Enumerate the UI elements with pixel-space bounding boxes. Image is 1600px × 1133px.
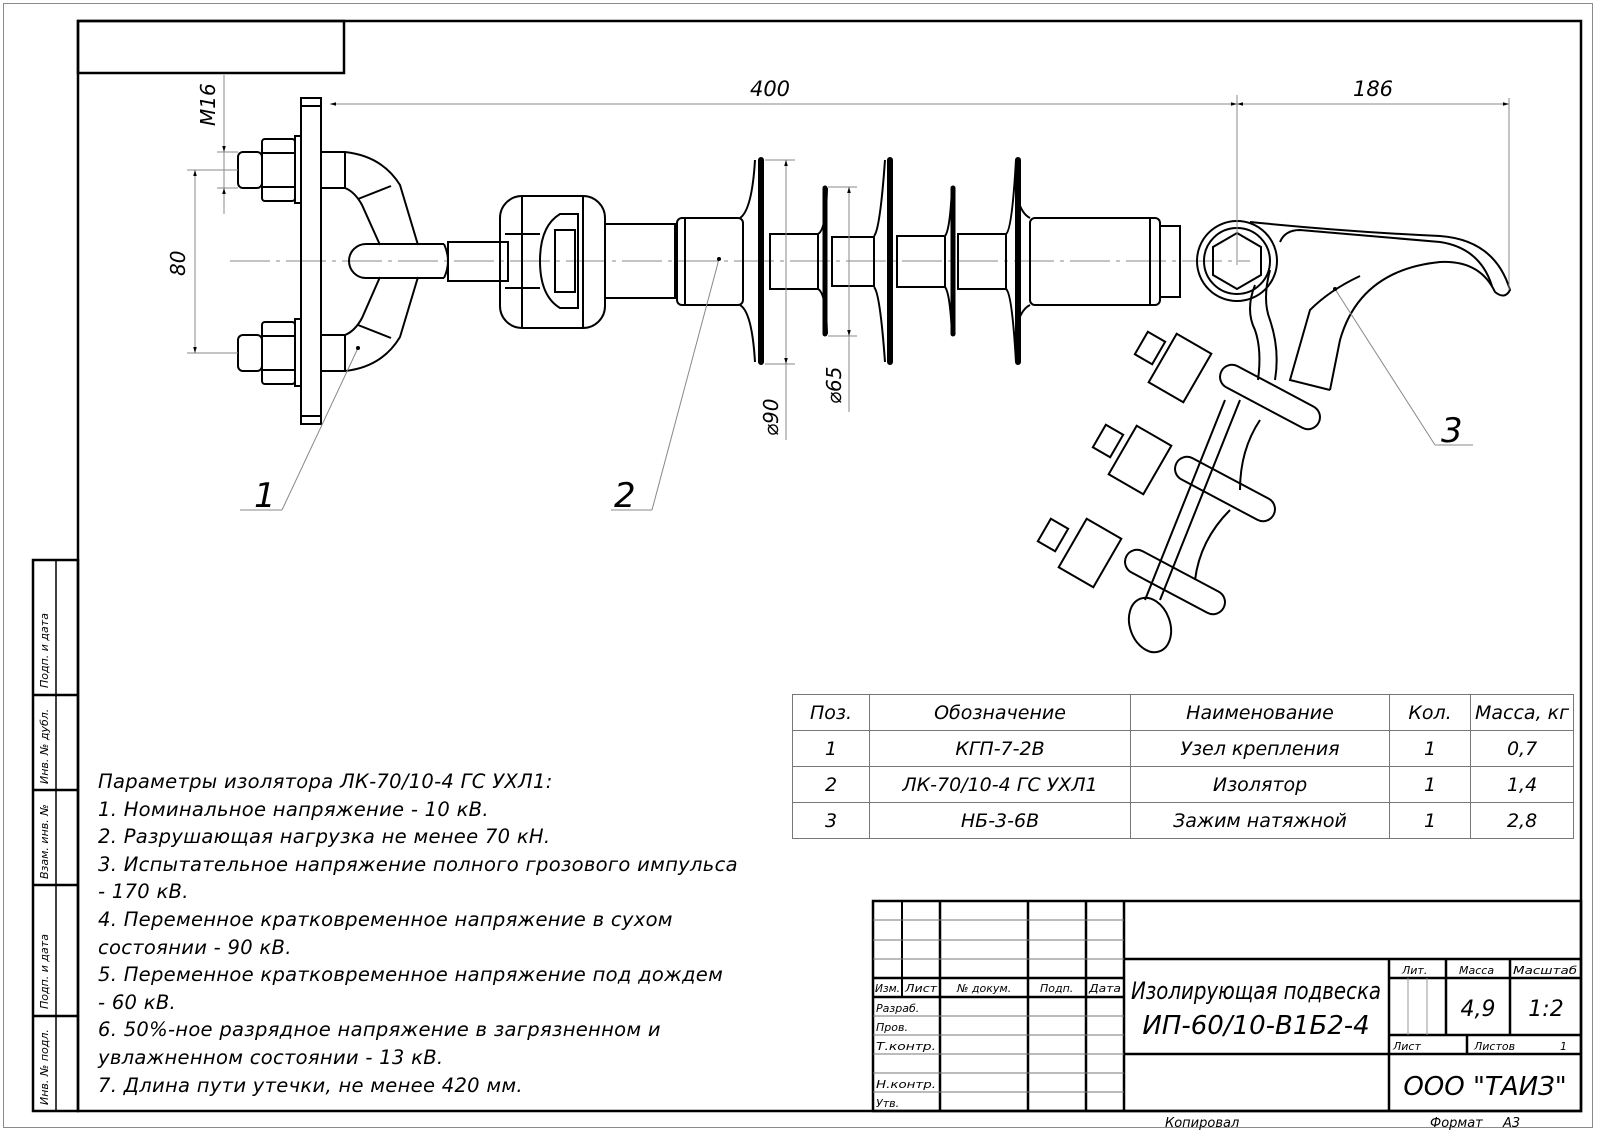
note-line: - 60 кВ. <box>98 990 177 1014</box>
notes-title: Параметры изолятора ЛК-70/10-4 ГС УХЛ1: <box>98 770 553 793</box>
tb-header-list: Лист <box>904 982 938 995</box>
spec-header-pos: Поз. <box>792 694 870 731</box>
insulator-body-part-2 <box>676 217 1181 306</box>
side-stamp-sign-date-2: Подп. и дата <box>38 934 51 1009</box>
spec-row: 2 ЛК-70/10-4 ГС УХЛ1 Изолятор 1 1,4 <box>792 766 1575 803</box>
spec-cell-name: Изолятор <box>1130 766 1390 803</box>
dim-bolt-spacing: 80 <box>166 251 190 276</box>
spec-cell-pos: 3 <box>792 802 870 839</box>
tb-role-tcontrol: Т.контр. <box>876 1040 936 1053</box>
note-line: 4. Переменное кратковременное напряжение… <box>98 907 673 931</box>
insulator-socket <box>499 195 676 329</box>
tb-mass-label: Масса <box>1459 964 1494 977</box>
callout-2: 2 <box>614 476 636 516</box>
insulator-sheds <box>739 157 1031 365</box>
tb-role-ncontrol: Н.контр. <box>876 1078 936 1091</box>
clamp-bolt-3 <box>1036 517 1226 616</box>
note-line: - 170 кВ. <box>98 880 189 904</box>
spec-cell-qty: 1 <box>1389 802 1471 839</box>
mounting-bracket-part-1 <box>237 97 509 425</box>
tb-header-sign: Подп. <box>1040 982 1073 995</box>
spec-header-row: Поз. Обозначение Наименование Кол. Масса… <box>792 694 1575 731</box>
dim-thread: M16 <box>196 83 220 126</box>
spec-cell-mass: 1,4 <box>1469 766 1575 803</box>
spec-row: 3 НБ-3-6В Зажим натяжной 1 2,8 <box>792 802 1575 839</box>
callout-1: 1 <box>254 476 276 516</box>
dim-shed-large: ⌀90 <box>759 399 783 437</box>
format-value: А3 <box>1502 1116 1520 1131</box>
note-line: состоянии - 90 кВ. <box>98 935 292 959</box>
tb-sheets-value: 1 <box>1560 1040 1567 1053</box>
specification-table: Поз. Обозначение Наименование Кол. Масса… <box>792 694 1575 839</box>
tb-header-date: Дата <box>1088 982 1121 995</box>
dim-shed-small: ⌀65 <box>822 367 846 405</box>
note-line: 7. Длина пути утечки, не менее 420 мм. <box>98 1073 523 1097</box>
spec-cell-qty: 1 <box>1389 730 1471 767</box>
format-label: Формат <box>1430 1116 1483 1131</box>
tension-clamp-part-3 <box>1036 220 1512 654</box>
tb-role-checker: Пров. <box>876 1021 908 1034</box>
dim-overall-length: 400 <box>750 77 790 101</box>
spec-cell-mass: 0,7 <box>1469 730 1575 767</box>
spec-cell-name: Зажим натяжной <box>1130 802 1390 839</box>
tb-mass-value: 4,9 <box>1461 997 1496 1022</box>
clamp-bolt-2 <box>1091 423 1276 523</box>
note-line: 6. 50%-ное разрядное напряжение в загряз… <box>98 1018 661 1042</box>
tb-scale-label: Масштаб <box>1513 964 1577 977</box>
title-block-grid <box>871 899 1583 1113</box>
spec-header-mass: Масса, кг <box>1469 694 1575 731</box>
note-line: 1. Номинальное напряжение - 10 кВ. <box>98 797 489 821</box>
tb-lit-label: Лит. <box>1401 964 1427 977</box>
callout-3: 3 <box>1441 411 1463 451</box>
copied-label: Копировал <box>1165 1116 1239 1131</box>
side-stamp-replace-inv: Взам. инв. № <box>38 804 51 879</box>
spec-cell-qty: 1 <box>1389 766 1471 803</box>
tb-header-izm: Изм. <box>875 982 900 995</box>
spec-cell-pos: 1 <box>792 730 870 767</box>
spec-cell-pos: 2 <box>792 766 870 803</box>
frame <box>31 19 1583 1113</box>
spec-cell-designation: КГП-7-2В <box>869 730 1131 767</box>
spec-cell-designation: НБ-3-6В <box>869 802 1131 839</box>
spec-header-name: Наименование <box>1130 694 1390 731</box>
tb-scale-value: 1:2 <box>1528 997 1563 1022</box>
note-line: 3. Испытательное напряжение полного гроз… <box>98 852 738 876</box>
drawing-title-line1: Изолирующая подвеска <box>1131 977 1381 1005</box>
note-line: увлажненном состоянии - 13 кВ. <box>98 1045 444 1069</box>
dimensions <box>187 75 1510 511</box>
leader-dot-1 <box>356 346 360 350</box>
note-line: 5. Переменное кратковременное напряжение… <box>98 963 724 987</box>
side-stamp-dup-inv: Инв. № дубл. <box>38 708 51 784</box>
spec-cell-mass: 2,8 <box>1469 802 1575 839</box>
side-stamp-orig-inv: Инв. № подл. <box>38 1029 51 1105</box>
spec-cell-designation: ЛК-70/10-4 ГС УХЛ1 <box>869 766 1131 803</box>
clamp-bolt-1 <box>1133 330 1321 431</box>
tb-header-doc: № докум. <box>956 982 1011 995</box>
tb-sheet-label: Лист <box>1392 1040 1421 1053</box>
spec-header-designation: Обозначение <box>869 694 1131 731</box>
drawing-title-line2: ИП-60/10-В1Б2-4 <box>1142 1011 1369 1041</box>
tb-sheets-label: Листов <box>1473 1040 1515 1053</box>
leader-dot-2 <box>717 257 721 261</box>
technical-notes: Параметры изолятора ЛК-70/10-4 ГС УХЛ1: … <box>98 768 858 1099</box>
side-stamp-sign-date-1: Подп. и дата <box>38 613 51 688</box>
spec-header-qty: Кол. <box>1389 694 1471 731</box>
note-line: 2. Разрушающая нагрузка не менее 70 кН. <box>98 825 551 849</box>
company-name: ООО "ТАИЗ" <box>1403 1072 1566 1102</box>
leader-dot-3 <box>1333 287 1337 291</box>
spec-row: 1 КГП-7-2В Узел крепления 1 0,7 <box>792 730 1575 767</box>
tb-role-developer: Разраб. <box>876 1002 919 1015</box>
tb-role-approver: Утв. <box>876 1097 899 1110</box>
dim-clamp-offset: 186 <box>1353 77 1393 101</box>
spec-cell-name: Узел крепления <box>1130 730 1390 767</box>
sheet-trim-border <box>3 3 1593 1128</box>
